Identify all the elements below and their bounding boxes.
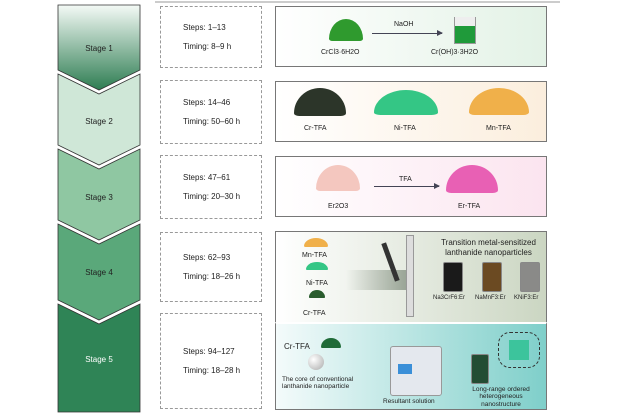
timing: Timing: 50–60 h <box>183 117 241 126</box>
panel-stage-4: Mn-TFA Ni-TFA Cr-TFA Transition metal-se… <box>275 231 547 324</box>
mn-tfa-powder <box>469 88 529 115</box>
ni-tfa-powder <box>374 90 438 115</box>
reactant-label: CrCl3·6H2O <box>321 49 360 56</box>
steps: Steps: 62–93 <box>183 253 231 262</box>
stage-3-label: Stage 3 <box>85 193 113 202</box>
precursor-label: Mn-TFA <box>302 252 327 259</box>
stage-1-label: Stage 1 <box>85 44 113 53</box>
condenser-icon <box>406 235 414 317</box>
precursor-label: Ni-TFA <box>306 280 328 287</box>
vial-na3crf6 <box>443 262 463 292</box>
timing: Timing: 18–28 h <box>183 366 241 375</box>
stage-4-chevron <box>57 223 141 321</box>
item-label: Ni-TFA <box>394 125 416 132</box>
flow-arrow <box>346 270 406 290</box>
beaker-icon <box>454 17 476 44</box>
product-label: Cr(OH)3·3H2O <box>431 49 479 56</box>
steps: Steps: 14–46 <box>183 98 231 107</box>
precursor-label: Cr-TFA <box>303 310 326 317</box>
er2o3-powder <box>316 165 360 191</box>
core-nanoparticle-icon <box>308 354 324 370</box>
panel-stage-3: Er2O3 TFA Er-TFA <box>275 156 547 217</box>
steps: Steps: 1–13 <box>183 23 226 32</box>
solution-label: Resultant solution <box>383 398 435 405</box>
nanostructure-inset <box>498 332 540 368</box>
stage-5-label: Stage 5 <box>85 355 113 364</box>
panel-stage-5: Cr-TFA The core of conventional lanthani… <box>275 322 547 410</box>
vial-label: NaMnF3:Er <box>475 295 506 301</box>
item-label: Mn-TFA <box>486 125 511 132</box>
reaction-arrow <box>372 30 443 36</box>
vial-label: Na3CrF6:Er <box>433 295 466 301</box>
reagent-label: TFA <box>399 176 412 183</box>
vial-label: KNiF3:Er <box>514 295 539 301</box>
product-vial <box>471 354 489 384</box>
vial-namnf3 <box>482 262 502 292</box>
stage-2-chevron <box>57 73 141 166</box>
ni-tfa-powder <box>306 262 328 270</box>
nanoparticles-title: Transition metal-sensitized lanthanide n… <box>441 238 536 257</box>
cr-tfa-powder <box>321 338 341 348</box>
vial-kni <box>520 262 540 292</box>
crcl3-powder <box>329 19 363 41</box>
stage-4-label: Stage 4 <box>85 268 113 277</box>
stage-1-chevron <box>57 4 141 91</box>
reaction-arrow <box>374 183 440 189</box>
cr-tfa-powder <box>294 88 346 116</box>
stage-2-label: Stage 2 <box>85 117 113 126</box>
stage-5-chevron <box>57 303 141 413</box>
core-label: The core of conventional lanthanide nano… <box>282 376 354 391</box>
stirrer-display <box>398 364 412 374</box>
steps: Steps: 94–127 <box>183 347 235 356</box>
cr-tfa-powder <box>309 290 325 298</box>
precursor-label: Cr-TFA <box>284 342 310 351</box>
reagent-label: NaOH <box>394 21 414 28</box>
item-label: Cr-TFA <box>304 125 327 132</box>
product-label: Er-TFA <box>458 203 481 210</box>
reactant-label: Er2O3 <box>328 203 349 210</box>
timing: Timing: 8–9 h <box>183 42 232 51</box>
er-tfa-powder <box>446 165 498 193</box>
timing: Timing: 20–30 h <box>183 192 241 201</box>
timing: Timing: 18–26 h <box>183 272 241 281</box>
panel-stage-1: CrCl3·6H2O NaOH Cr(OH)3·3H2O <box>275 6 547 67</box>
steps: Steps: 47–61 <box>183 173 231 182</box>
panel-stage-2: Cr-TFA Ni-TFA Mn-TFA <box>275 81 547 142</box>
stage-3-chevron <box>57 148 141 241</box>
mn-tfa-powder <box>304 238 328 247</box>
product-label: Long-range ordered heterogeneous nanostr… <box>472 386 530 408</box>
